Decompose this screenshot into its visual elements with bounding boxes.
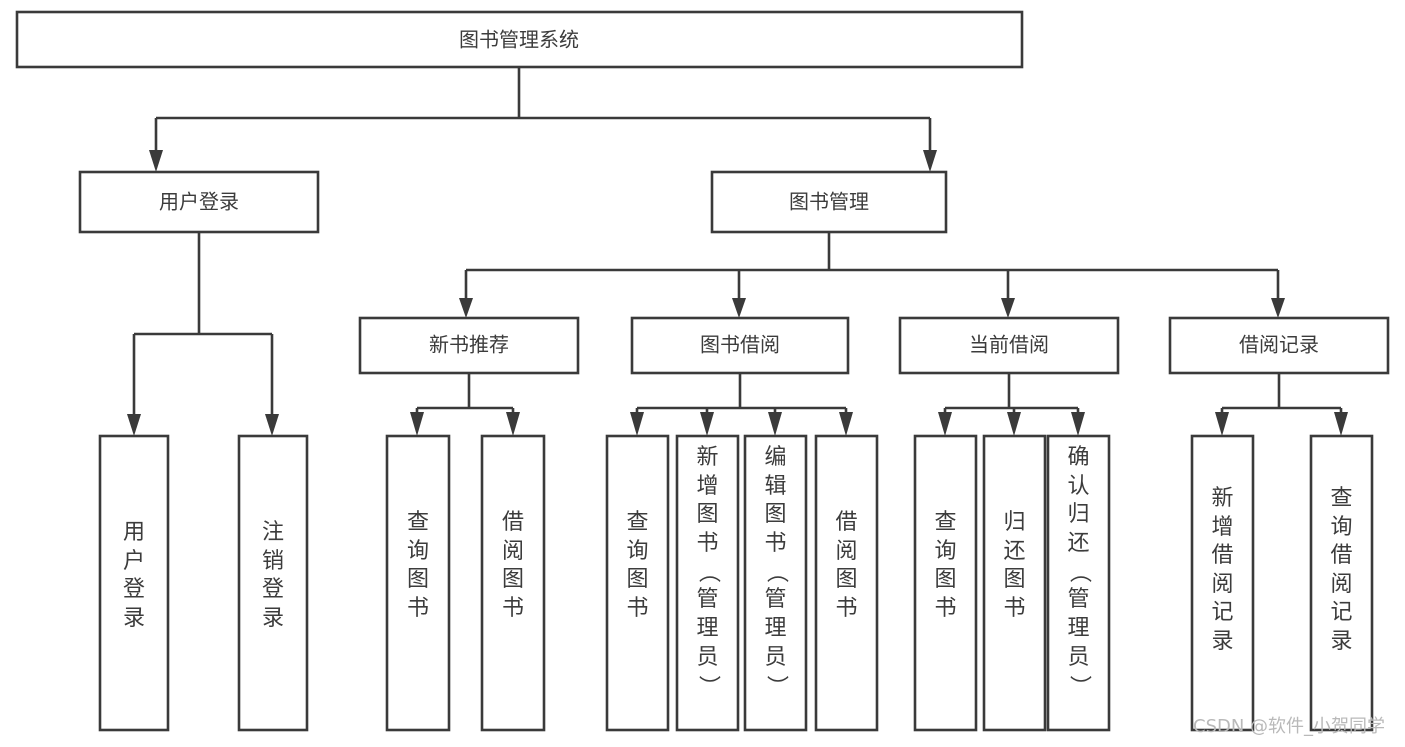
node-current-borrow[interactable]: 当前借阅 <box>898 316 1120 375</box>
node-new-book-recommend-label: 新书推荐 <box>429 333 509 357</box>
node-book-borrow[interactable]: 图书借阅 <box>630 316 850 375</box>
edge-user-login-to-leaves <box>127 232 279 436</box>
node-user-login-box <box>78 170 320 234</box>
arrowhead-icon <box>1071 412 1085 436</box>
leaf-query-book-recommend-box[interactable] <box>385 434 451 732</box>
arrowhead-icon <box>839 412 853 436</box>
leaf-logout-box[interactable] <box>237 434 309 732</box>
node-book-management-label: 图书管理 <box>789 190 869 214</box>
arrowhead-icon <box>732 298 746 318</box>
edge-root-to-level1 <box>149 67 937 172</box>
edge-new-book-recommend-to-leaves <box>410 373 520 436</box>
arrowhead-icon <box>923 150 937 172</box>
arrowhead-icon <box>127 414 141 436</box>
edge-borrow-record-to-leaves <box>1215 373 1348 436</box>
node-root-system-label: 图书管理系统 <box>459 28 579 52</box>
leaf-query-borrow-record-box[interactable] <box>1309 434 1374 732</box>
arrowhead-icon <box>1271 298 1285 318</box>
edge-book-borrow-to-leaves <box>630 373 853 436</box>
node-current-borrow-label: 当前借阅 <box>969 333 1049 357</box>
leaf-borrow-book-box[interactable] <box>814 434 879 732</box>
edge-book-management-to-level2 <box>459 232 1285 318</box>
arrowhead-icon <box>768 412 782 436</box>
leaf-edit-book-box[interactable] <box>743 434 808 732</box>
node-user-login-label: 用户登录 <box>159 190 239 214</box>
leaf-confirm-return-box[interactable] <box>1046 434 1111 732</box>
arrowhead-icon <box>700 412 714 436</box>
leaf-user-login-box[interactable] <box>98 434 170 732</box>
node-root-system-box <box>15 10 1024 69</box>
node-new-book-recommend-box <box>358 316 580 375</box>
arrowhead-icon <box>506 412 520 436</box>
leaf-query-book-current-box[interactable] <box>913 434 978 732</box>
arrowhead-icon <box>265 414 279 436</box>
arrowhead-icon <box>938 412 952 436</box>
node-borrow-record-label: 借阅记录 <box>1239 333 1319 357</box>
edge-current-borrow-to-leaves <box>938 373 1085 436</box>
arrowhead-icon <box>149 150 163 172</box>
node-user-login[interactable]: 用户登录 <box>78 170 320 234</box>
node-book-borrow-label: 图书借阅 <box>700 333 780 357</box>
arrowhead-icon <box>1007 412 1021 436</box>
node-current-borrow-box <box>898 316 1120 375</box>
node-new-book-recommend[interactable]: 新书推荐 <box>358 316 580 375</box>
leaf-add-borrow-record-box[interactable] <box>1190 434 1255 732</box>
arrowhead-icon <box>1001 298 1015 318</box>
csdn-watermark: CSDN @软件_小贺同学 <box>1193 716 1386 737</box>
leaf-borrow-book-recommend-box[interactable] <box>480 434 546 732</box>
arrowhead-icon <box>1215 412 1229 436</box>
arrowhead-icon <box>459 298 473 318</box>
arrowhead-icon <box>630 412 644 436</box>
node-book-management[interactable]: 图书管理 <box>710 170 948 234</box>
arrowhead-icon <box>410 412 424 436</box>
leaf-return-book-box[interactable] <box>982 434 1047 732</box>
node-borrow-record[interactable]: 借阅记录 <box>1168 316 1390 375</box>
node-root-system[interactable]: 图书管理系统 <box>15 10 1024 69</box>
leaf-query-book-borrow-box[interactable] <box>605 434 670 732</box>
leaf-add-book-box[interactable] <box>675 434 740 732</box>
arrowhead-icon <box>1334 412 1348 436</box>
